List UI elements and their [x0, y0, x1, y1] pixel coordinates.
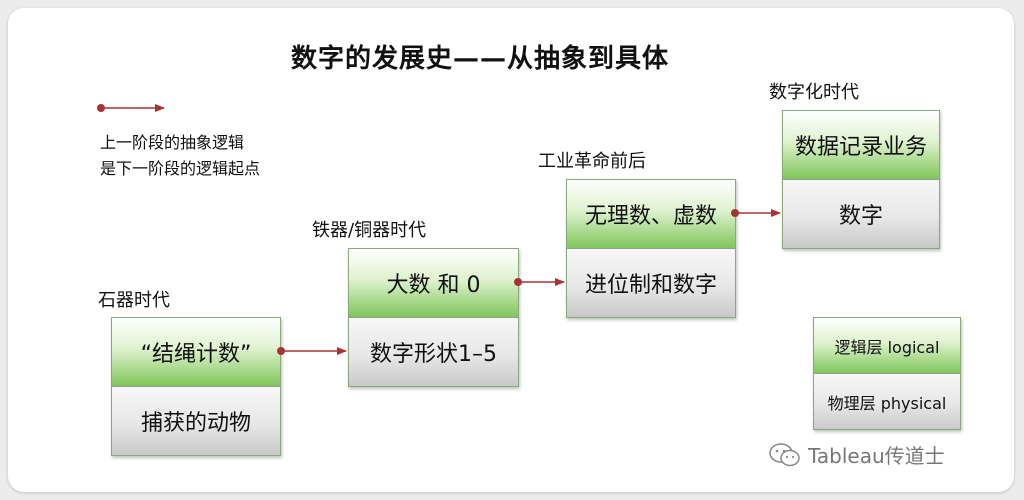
stage-block-stone: “结绳计数” 捕获的动物 — [111, 317, 281, 456]
stage-block-digital: 数据记录业务 数字 — [782, 110, 940, 249]
watermark: Tableau传道士 — [768, 440, 945, 469]
watermark-text: Tableau传道士 — [808, 444, 945, 468]
logical-cell-stone: “结绳计数” — [112, 318, 280, 387]
layer-key: 逻辑层 logical 物理层 physical — [813, 317, 961, 430]
logical-cell-digital: 数据记录业务 — [783, 111, 939, 180]
era-label-industrial: 工业革命前后 — [538, 151, 646, 172]
physical-cell-iron-bronze: 数字形状1–5 — [349, 318, 518, 386]
era-label-iron-bronze: 铁器/铜器时代 — [312, 220, 427, 241]
physical-cell-industrial: 进位制和数字 — [567, 249, 735, 317]
logical-cell-industrial: 无理数、虚数 — [567, 180, 735, 249]
logical-cell-iron-bronze: 大数 和 0 — [349, 249, 518, 318]
legend-text: 上一阶段的抽象逻辑 是下一阶段的逻辑起点 — [100, 130, 260, 182]
stage-block-industrial: 无理数、虚数 进位制和数字 — [566, 179, 736, 318]
era-label-stone: 石器时代 — [98, 290, 170, 311]
legend-arrow — [97, 104, 165, 112]
layer-key-logical: 逻辑层 logical — [814, 318, 960, 374]
physical-cell-digital: 数字 — [783, 180, 939, 248]
arrow-industrial-to-digital — [731, 209, 781, 217]
arrow-iron-to-industrial — [514, 278, 565, 286]
arrow-stone-to-iron — [277, 347, 347, 355]
legend-line-1: 上一阶段的抽象逻辑 — [100, 133, 245, 152]
legend-line-2: 是下一阶段的逻辑起点 — [100, 159, 261, 178]
layer-key-physical: 物理层 physical — [814, 374, 960, 429]
physical-cell-stone: 捕获的动物 — [112, 387, 280, 455]
wechat-icon — [769, 442, 800, 466]
diagram-title: 数字的发展史——从抽象到具体 — [290, 44, 669, 74]
era-label-digital: 数字化时代 — [769, 82, 859, 103]
stage-block-iron-bronze: 大数 和 0 数字形状1–5 — [348, 248, 519, 387]
